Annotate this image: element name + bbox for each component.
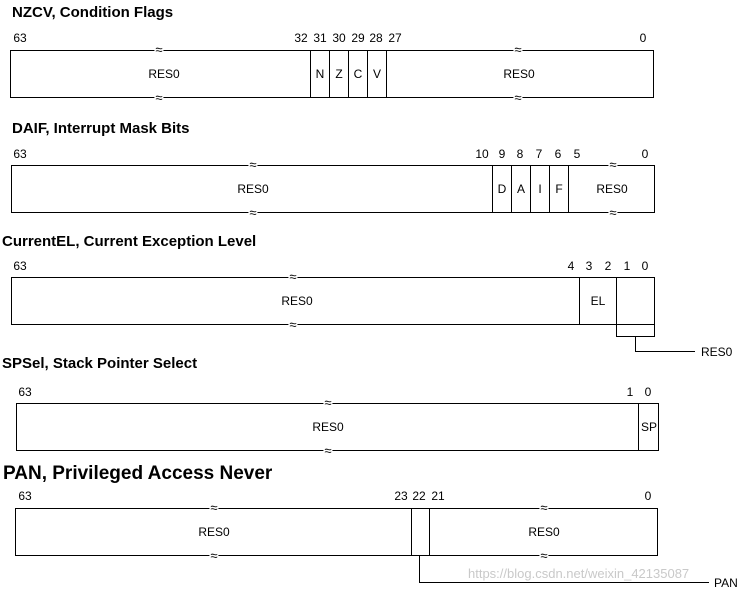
field-divider xyxy=(530,166,531,212)
bit-number: 23 xyxy=(394,489,408,503)
field-divider xyxy=(511,166,512,212)
field-divider xyxy=(579,278,580,324)
bit-number: 0 xyxy=(641,147,649,161)
field-divider xyxy=(367,51,368,97)
bit-number: 2 xyxy=(604,259,612,273)
break-mark: ≈ xyxy=(608,205,618,220)
break-mark: ≈ xyxy=(539,500,549,515)
field-res0-low: RES0 xyxy=(528,525,560,539)
callout-bracket xyxy=(616,325,655,337)
currentel-title: CurrentEL, Current Exception Level xyxy=(2,233,257,250)
break-mark: ≈ xyxy=(323,395,333,410)
bit-number: 63 xyxy=(18,385,32,399)
bit-number: 6 xyxy=(554,147,562,161)
pan-register: RES0 RES0 xyxy=(15,508,658,556)
bit-number: 10 xyxy=(475,147,489,161)
daif-register: RES0 D A I F RES0 xyxy=(11,165,655,213)
bit-number: 22 xyxy=(412,489,426,503)
break-mark: ≈ xyxy=(209,500,219,515)
field-sp: SP xyxy=(640,420,658,434)
field-divider xyxy=(549,166,550,212)
break-mark: ≈ xyxy=(288,269,298,284)
bit-number: 63 xyxy=(13,259,27,273)
bit-number: 0 xyxy=(641,259,649,273)
field-n: N xyxy=(315,67,325,81)
field-divider xyxy=(492,166,493,212)
field-z: Z xyxy=(335,67,343,81)
callout-leader xyxy=(635,337,695,352)
field-c: C xyxy=(353,67,363,81)
bit-number: 27 xyxy=(388,31,402,45)
break-mark: ≈ xyxy=(248,205,258,220)
break-mark: ≈ xyxy=(608,157,618,172)
bit-number: 21 xyxy=(431,489,445,503)
callout-leader xyxy=(419,556,709,583)
nzcv-register: RES0 N Z C V RES0 xyxy=(10,50,654,98)
field-res0-low: RES0 xyxy=(503,67,535,81)
break-mark: ≈ xyxy=(513,42,523,57)
spsel-register: RES0 SP xyxy=(16,403,659,451)
field-res0: RES0 xyxy=(281,294,313,308)
field-divider xyxy=(386,51,387,97)
bit-number: 63 xyxy=(18,489,32,503)
bit-number: 7 xyxy=(535,147,543,161)
callout-label: RES0 xyxy=(701,345,733,359)
currentel-register: RES0 EL xyxy=(11,277,655,325)
field-a: A xyxy=(516,182,526,196)
field-divider xyxy=(329,51,330,97)
bit-number: 30 xyxy=(332,31,346,45)
field-res0-low: RES0 xyxy=(596,182,628,196)
break-mark: ≈ xyxy=(539,548,549,563)
watermark: https://blog.csdn.net/weixin_42135087 xyxy=(468,566,690,581)
field-divider xyxy=(310,51,311,97)
bit-number: 63 xyxy=(13,31,27,45)
bit-number: 1 xyxy=(626,385,634,399)
field-res0-high: RES0 xyxy=(237,182,269,196)
field-divider xyxy=(638,404,639,450)
bit-number: 28 xyxy=(369,31,383,45)
field-res0-high: RES0 xyxy=(148,67,180,81)
bit-number: 0 xyxy=(644,489,652,503)
bit-number: 3 xyxy=(585,259,593,273)
field-divider xyxy=(568,166,569,212)
field-divider xyxy=(411,509,412,555)
field-f: F xyxy=(555,182,563,196)
field-divider xyxy=(429,509,430,555)
break-mark: ≈ xyxy=(248,157,258,172)
break-mark: ≈ xyxy=(288,317,298,332)
callout-label: PAN xyxy=(714,576,738,590)
spsel-title: SPSel, Stack Pointer Select xyxy=(2,355,198,372)
field-i: I xyxy=(538,182,542,196)
break-mark: ≈ xyxy=(154,90,164,105)
break-mark: ≈ xyxy=(209,548,219,563)
nzcv-title: NZCV, Condition Flags xyxy=(12,4,174,21)
bit-number: 1 xyxy=(623,259,631,273)
field-res0-high: RES0 xyxy=(198,525,230,539)
field-d: D xyxy=(497,182,507,196)
field-v: V xyxy=(372,67,382,81)
bit-number: 8 xyxy=(516,147,524,161)
break-mark: ≈ xyxy=(323,443,333,458)
field-divider xyxy=(348,51,349,97)
break-mark: ≈ xyxy=(154,42,164,57)
bit-number: 31 xyxy=(313,31,327,45)
bit-number: 32 xyxy=(294,31,308,45)
pan-title: PAN, Privileged Access Never xyxy=(3,463,273,484)
bit-number: 9 xyxy=(498,147,506,161)
bit-number: 0 xyxy=(644,385,652,399)
field-divider xyxy=(616,278,617,324)
daif-title: DAIF, Interrupt Mask Bits xyxy=(12,120,190,137)
field-res0: RES0 xyxy=(312,420,344,434)
bit-number: 29 xyxy=(351,31,365,45)
bit-number: 5 xyxy=(573,147,581,161)
bit-number: 63 xyxy=(13,147,27,161)
bit-number: 0 xyxy=(639,31,647,45)
bit-number: 4 xyxy=(567,259,575,273)
field-el: EL xyxy=(590,294,606,308)
break-mark: ≈ xyxy=(513,90,523,105)
